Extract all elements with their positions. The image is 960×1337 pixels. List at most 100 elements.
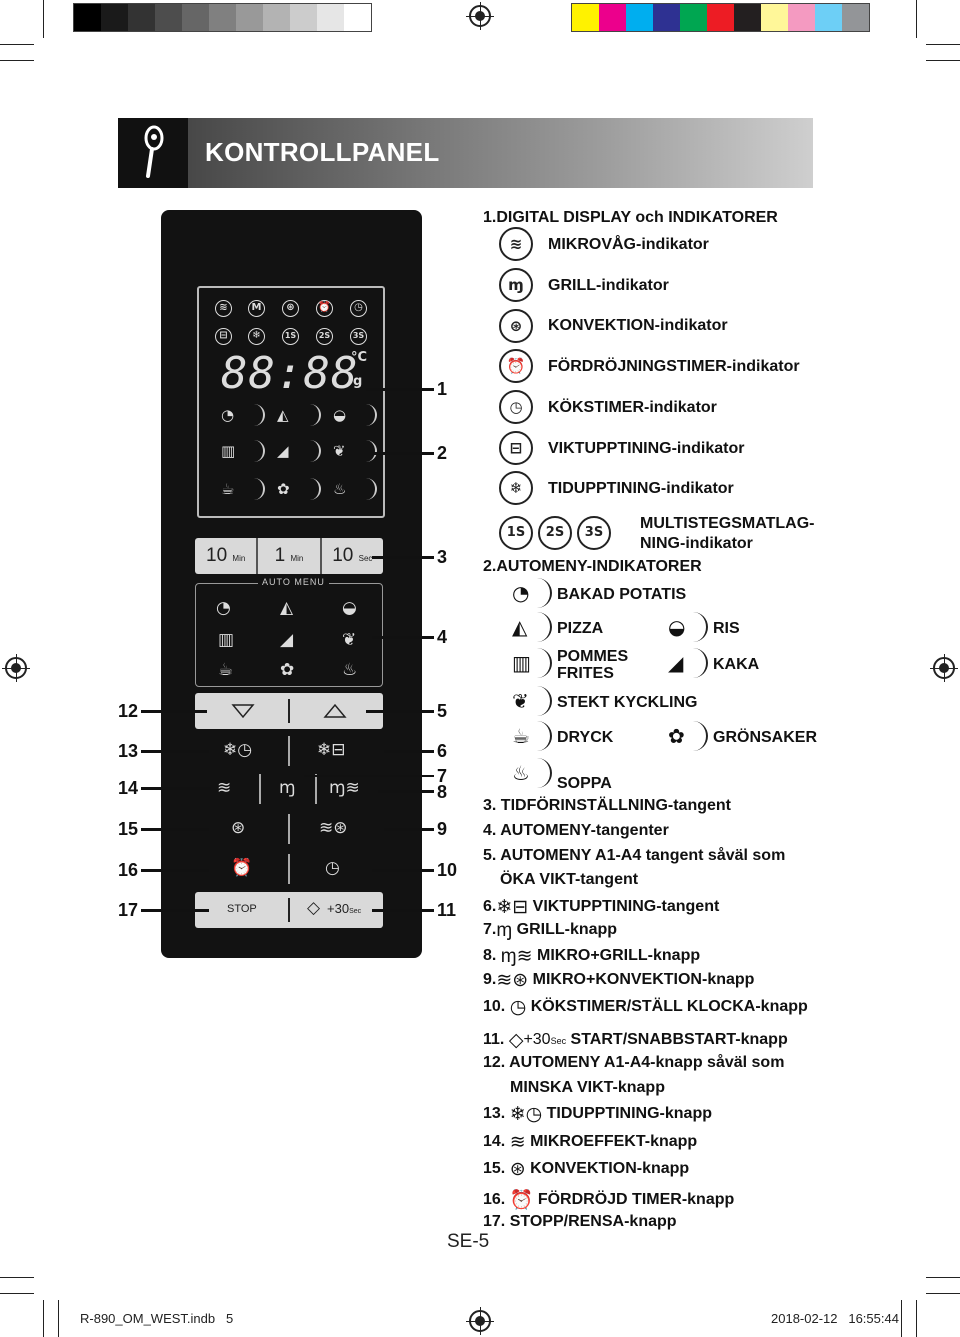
clock-icon: ◷ (509, 997, 527, 1018)
grill-button[interactable]: ɱ (279, 778, 296, 798)
callout-14: 14 (118, 778, 139, 798)
time-defrost-button[interactable]: ❄◷ (223, 740, 253, 760)
auto-menu-keys: AUTO MENU ◔ ◭ ◒ ▥ ◢ ❦ ☕ ✿ ♨ (195, 577, 383, 687)
stage-2s-icon: 2S (538, 516, 572, 550)
indicator-label: KÖKSTIMER-indikator (548, 399, 717, 416)
multistage-label: MULTISTEGSMATLAG- (640, 515, 815, 532)
convection-button[interactable]: ⊛ (231, 818, 246, 838)
vegetables-key[interactable]: ✿ (280, 660, 295, 680)
crop-mark (43, 1300, 44, 1337)
section-header: KONTROLLPANEL (118, 118, 813, 188)
convection-icon: ⊛ (499, 309, 533, 343)
gray-swatch (101, 4, 128, 31)
list-item: 13. ❄◷ TIDUPPTINING-knapp (483, 1104, 712, 1125)
gray-swatch (236, 4, 263, 31)
fries-icon: ▥ (502, 648, 552, 680)
color-swatch (761, 4, 788, 31)
start-icon[interactable]: ◇ (307, 898, 321, 918)
crop-mark (58, 1300, 59, 1337)
callout-9: 9 (437, 819, 448, 839)
vegetables-icon: ✿ (269, 478, 321, 502)
leader-line (141, 909, 209, 912)
celsius-unit: °C (351, 350, 368, 365)
chicken-icon: ❦ (325, 440, 377, 464)
alarm-clock-icon: ⏰ (499, 349, 533, 383)
key-1-min[interactable]: 1 Min (258, 538, 322, 574)
pizza-icon: ◭ (269, 404, 321, 428)
leader-line (372, 636, 434, 639)
leader-line (141, 710, 207, 713)
snowflake-icon: ❄⊟ (496, 897, 529, 918)
control-panel: ≋ M ⊛ ⏰ ◷ ⊟ ❄ 1S 2S 3S 88:88 °C g ◔ ◭ ◒ … (161, 210, 422, 958)
scale-icon: ⊟ (215, 328, 232, 345)
list-item: 4. AUTOMENY-tangenter (483, 822, 669, 839)
rice-key[interactable]: ◒ (342, 598, 357, 618)
thermometer-icon (118, 118, 188, 188)
potato-key[interactable]: ◔ (216, 598, 231, 618)
microwave-icon: ≋ (499, 227, 533, 261)
registration-mark-icon (2, 654, 30, 682)
crop-mark (0, 1293, 34, 1294)
cup-icon: ☕ (502, 721, 552, 753)
color-swatch (572, 4, 599, 31)
gray-swatch (344, 4, 371, 31)
auto-menu-label: DRYCK (557, 729, 614, 746)
alarm-clock-icon: ⏰ (316, 300, 333, 317)
registration-mark-icon (930, 654, 958, 682)
gray-swatch (290, 4, 317, 31)
callout-1: 1 (437, 379, 448, 399)
fries-icon: ▥ (213, 440, 265, 464)
callout-6: 6 (437, 741, 448, 761)
color-swatch (788, 4, 815, 31)
microwave-button[interactable]: ≋ (217, 778, 232, 798)
list-item: MINSKA VIKT-knapp (510, 1079, 665, 1096)
auto-menu-label: KAKA (713, 656, 760, 673)
color-bar (571, 3, 870, 32)
grill-icon: ɱ (496, 920, 513, 941)
stop-button[interactable]: STOP (227, 903, 257, 915)
callout-10: 10 (437, 860, 458, 880)
list-item: 8. ɱ≋ MIKRO+GRILL-knapp (483, 946, 701, 967)
clock-icon: ◷ (350, 300, 367, 317)
gram-unit: g (353, 374, 363, 389)
start-button-label[interactable]: +30Sec (327, 901, 362, 916)
list-item: 17. STOPP/RENSA-knapp (483, 1213, 677, 1230)
micro-grill-button[interactable]: ɱ≋ (329, 778, 360, 798)
page-title: KONTROLLPANEL (205, 137, 440, 167)
stage-1s-icon: 1S (499, 516, 533, 550)
registration-mark-icon (466, 2, 494, 30)
leader-line (366, 710, 434, 713)
micro-grill-icon: ɱ≋ (500, 946, 533, 967)
pizza-icon: ◭ (502, 612, 552, 644)
key-10-min[interactable]: 10 Min (195, 538, 259, 574)
micro-convection-button[interactable]: ≋⊛ (319, 818, 348, 838)
crop-mark (0, 44, 34, 45)
auto-menu-label: STEKT KYCKLING (557, 694, 698, 711)
pizza-key[interactable]: ◭ (280, 598, 294, 618)
fries-key[interactable]: ▥ (218, 630, 235, 650)
leader-line (384, 750, 434, 753)
cake-key[interactable]: ◢ (280, 630, 294, 650)
indicator-label: FÖRDRÖJNINGSTIMER-indikator (548, 358, 800, 375)
footer-file: R-890_OM_WEST.indb 5 (80, 1311, 234, 1326)
callout-13: 13 (118, 741, 139, 761)
list-item: 5. AUTOMENY A1-A4 tangent såväl som (483, 847, 786, 864)
crop-mark (0, 60, 34, 61)
callout-3: 3 (437, 547, 448, 567)
crop-mark (926, 1277, 960, 1278)
key-10-sec[interactable]: 10 Sec (332, 545, 373, 566)
chicken-key[interactable]: ❦ (342, 630, 357, 650)
kitchen-timer-button[interactable]: ◷ (325, 858, 340, 878)
up-arrow-icon[interactable] (323, 703, 347, 718)
color-swatch (626, 4, 653, 31)
list-item: 15. ⊛ KONVEKTION-knapp (483, 1159, 690, 1180)
list-item: 7.ɱ GRILL-knapp (483, 920, 618, 941)
auto-menu-label: SOPPA (557, 775, 612, 792)
soup-key[interactable]: ♨ (342, 660, 358, 680)
cup-key[interactable]: ☕ (218, 660, 234, 680)
down-arrow-icon[interactable] (231, 704, 255, 719)
callout-16: 16 (118, 860, 139, 880)
delay-timer-button[interactable]: ⏰ (231, 858, 253, 878)
time-defrost-icon: ❄◷ (509, 1104, 543, 1125)
weight-defrost-button[interactable]: ❄⊟ (317, 740, 346, 760)
